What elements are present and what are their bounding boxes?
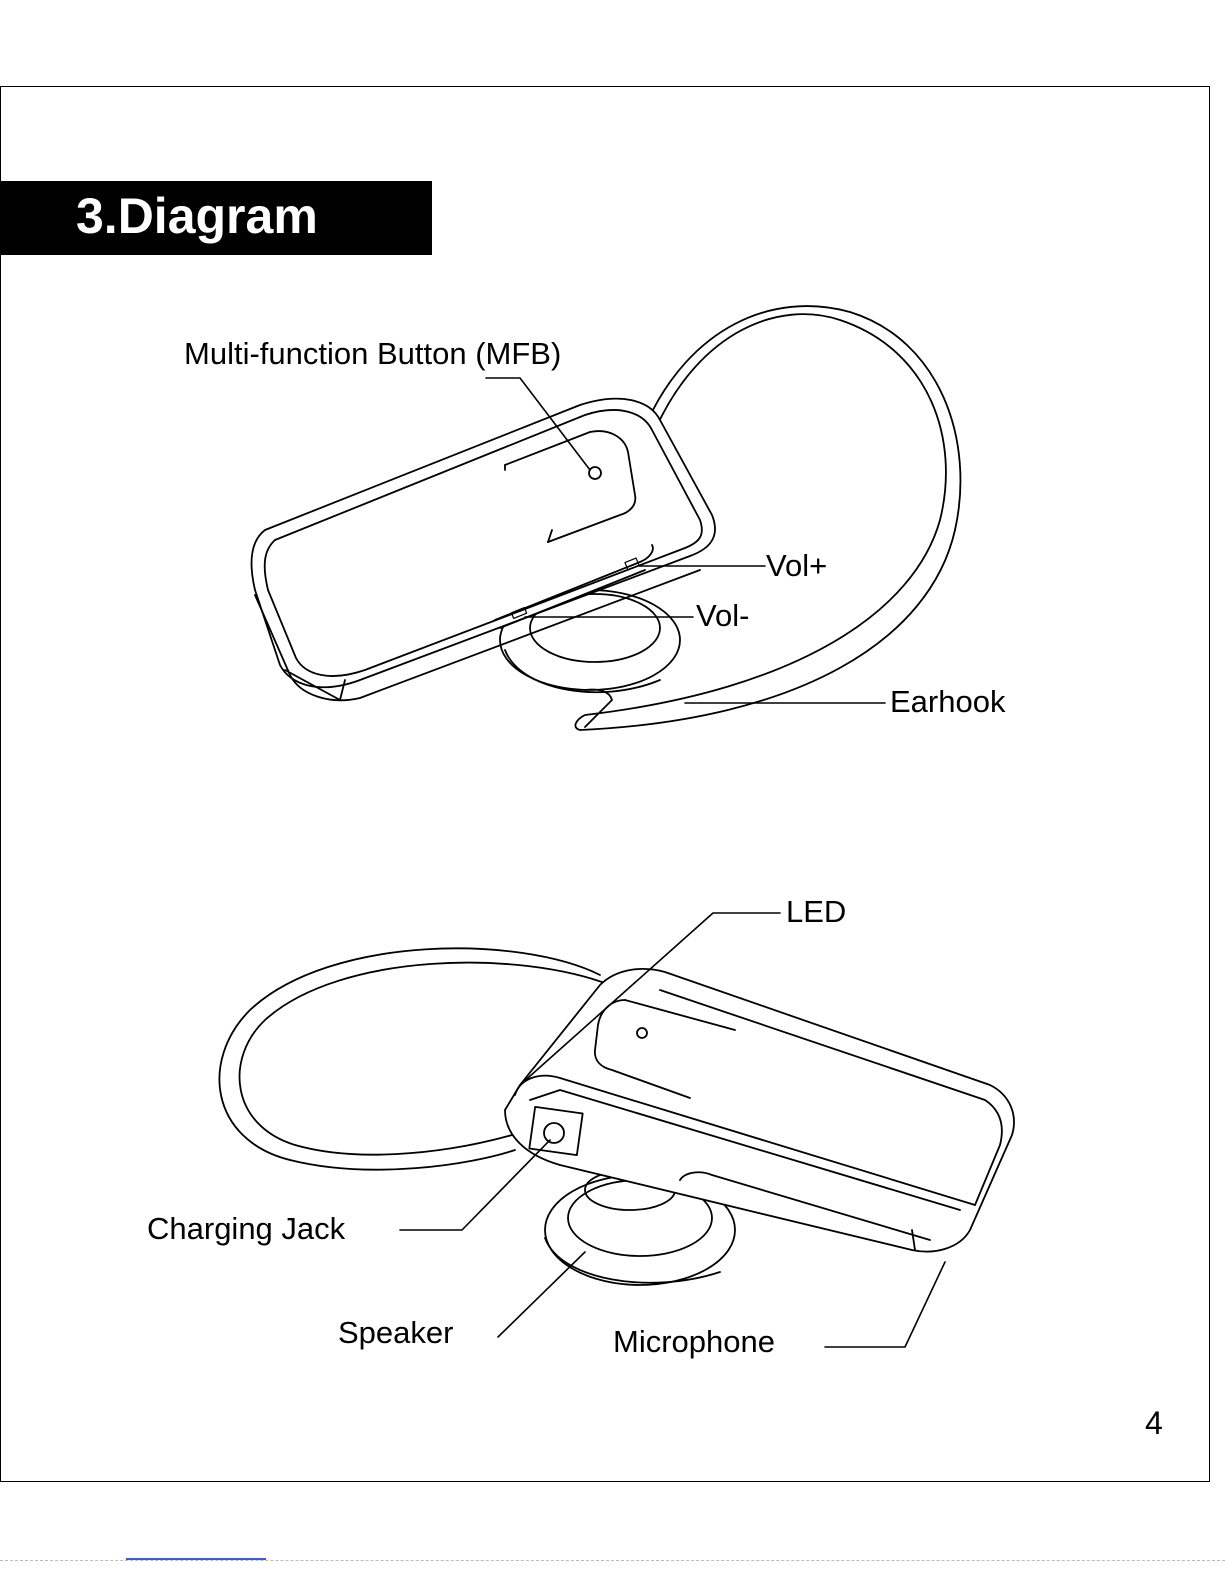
label-charging-jack: Charging Jack — [147, 1211, 345, 1247]
label-multi-function-button: Multi-function Button (MFB) — [184, 336, 561, 372]
label-vol-plus: Vol+ — [766, 548, 827, 584]
bottom-blue-rule — [126, 1558, 266, 1560]
label-vol-minus: Vol- — [696, 598, 749, 634]
label-led: LED — [786, 894, 846, 930]
page-number: 4 — [1145, 1404, 1163, 1442]
label-microphone: Microphone — [613, 1324, 775, 1360]
bottom-dashed-rule — [0, 1560, 1225, 1563]
body-bottom — [505, 969, 1014, 1252]
label-speaker: Speaker — [338, 1315, 453, 1351]
label-earhook: Earhook — [890, 684, 1005, 720]
